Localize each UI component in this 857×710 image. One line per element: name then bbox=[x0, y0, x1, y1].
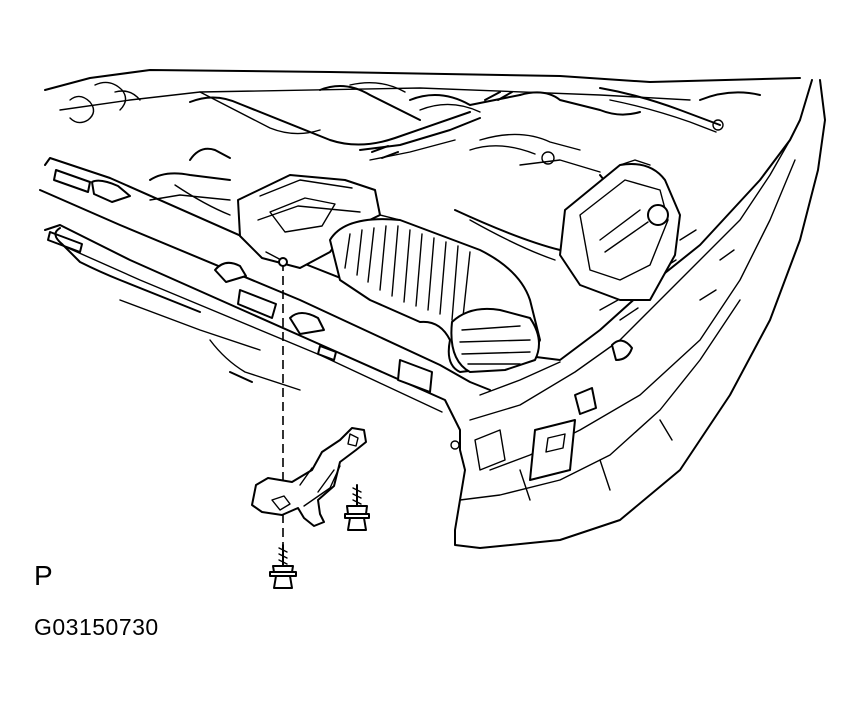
view-letter-label: P bbox=[34, 560, 53, 591]
bolt-left bbox=[270, 545, 296, 588]
screw-hole bbox=[279, 258, 287, 266]
seat-frame-rail bbox=[40, 80, 825, 548]
duct-bracket bbox=[252, 428, 366, 526]
blower-motor bbox=[560, 160, 680, 300]
figure-code-label: G03150730 bbox=[34, 614, 159, 640]
air-duct-assembly bbox=[238, 175, 540, 372]
bolt-right bbox=[345, 485, 369, 530]
